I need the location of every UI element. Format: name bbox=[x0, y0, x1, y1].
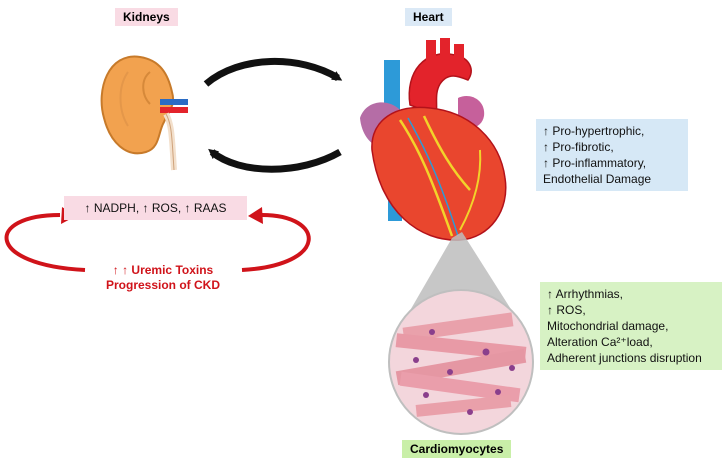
kidney-markers-box: ↑ NADPH, ↑ ROS, ↑ RAAS bbox=[64, 196, 247, 220]
right-feedback-arrowhead bbox=[248, 207, 263, 224]
uremic-line-2: Progression of CKD bbox=[105, 278, 220, 292]
cardio-effect-5: Adherent junctions disruption bbox=[547, 351, 702, 365]
cardiomyocytes-title: Cardiomyocytes bbox=[402, 440, 512, 458]
left-feedback-arc bbox=[4, 213, 86, 272]
heart-effect-2: ↑ Pro-fibrotic, bbox=[543, 140, 614, 154]
cardiomyocytes-effects-box: ↑ Arrhythmias, ↑ ROS, Mitochondrial dama… bbox=[540, 282, 722, 370]
kidney-markers-text: ↑ NADPH, ↑ ROS, ↑ RAAS bbox=[84, 201, 227, 215]
heart-effect-3: ↑ Pro-inflammatory, bbox=[543, 156, 647, 170]
heart-effect-4: Endothelial Damage bbox=[543, 172, 652, 186]
heart-illustration bbox=[360, 38, 507, 241]
cardio-effect-4: Alteration Ca²⁺load, bbox=[547, 335, 653, 349]
cardio-effect-3: Mitochondrial damage, bbox=[547, 319, 669, 333]
cardio-effect-2: ↑ ROS, bbox=[547, 303, 586, 317]
heart-title: Heart bbox=[405, 8, 452, 26]
cardio-effect-1: ↑ Arrhythmias, bbox=[547, 287, 624, 301]
cardiomyocytes-illustration bbox=[388, 289, 534, 435]
kidney-to-heart-arrow bbox=[203, 57, 343, 87]
kidneys-title: Kidneys bbox=[115, 8, 178, 26]
heart-effect-1: ↑ Pro-hypertrophic, bbox=[543, 124, 645, 138]
kidney-illustration bbox=[100, 55, 188, 171]
right-feedback-arc bbox=[241, 213, 311, 272]
uremic-toxins-text: ↑ ↑ Uremic Toxins Progression of CKD bbox=[88, 263, 238, 293]
heart-effects-box: ↑ Pro-hypertrophic, ↑ Pro-fibrotic, ↑ Pr… bbox=[536, 119, 688, 191]
heart-to-kidney-arrow bbox=[208, 148, 342, 173]
zoom-cone bbox=[408, 232, 514, 314]
uremic-line-1: ↑ ↑ Uremic Toxins bbox=[112, 263, 214, 277]
